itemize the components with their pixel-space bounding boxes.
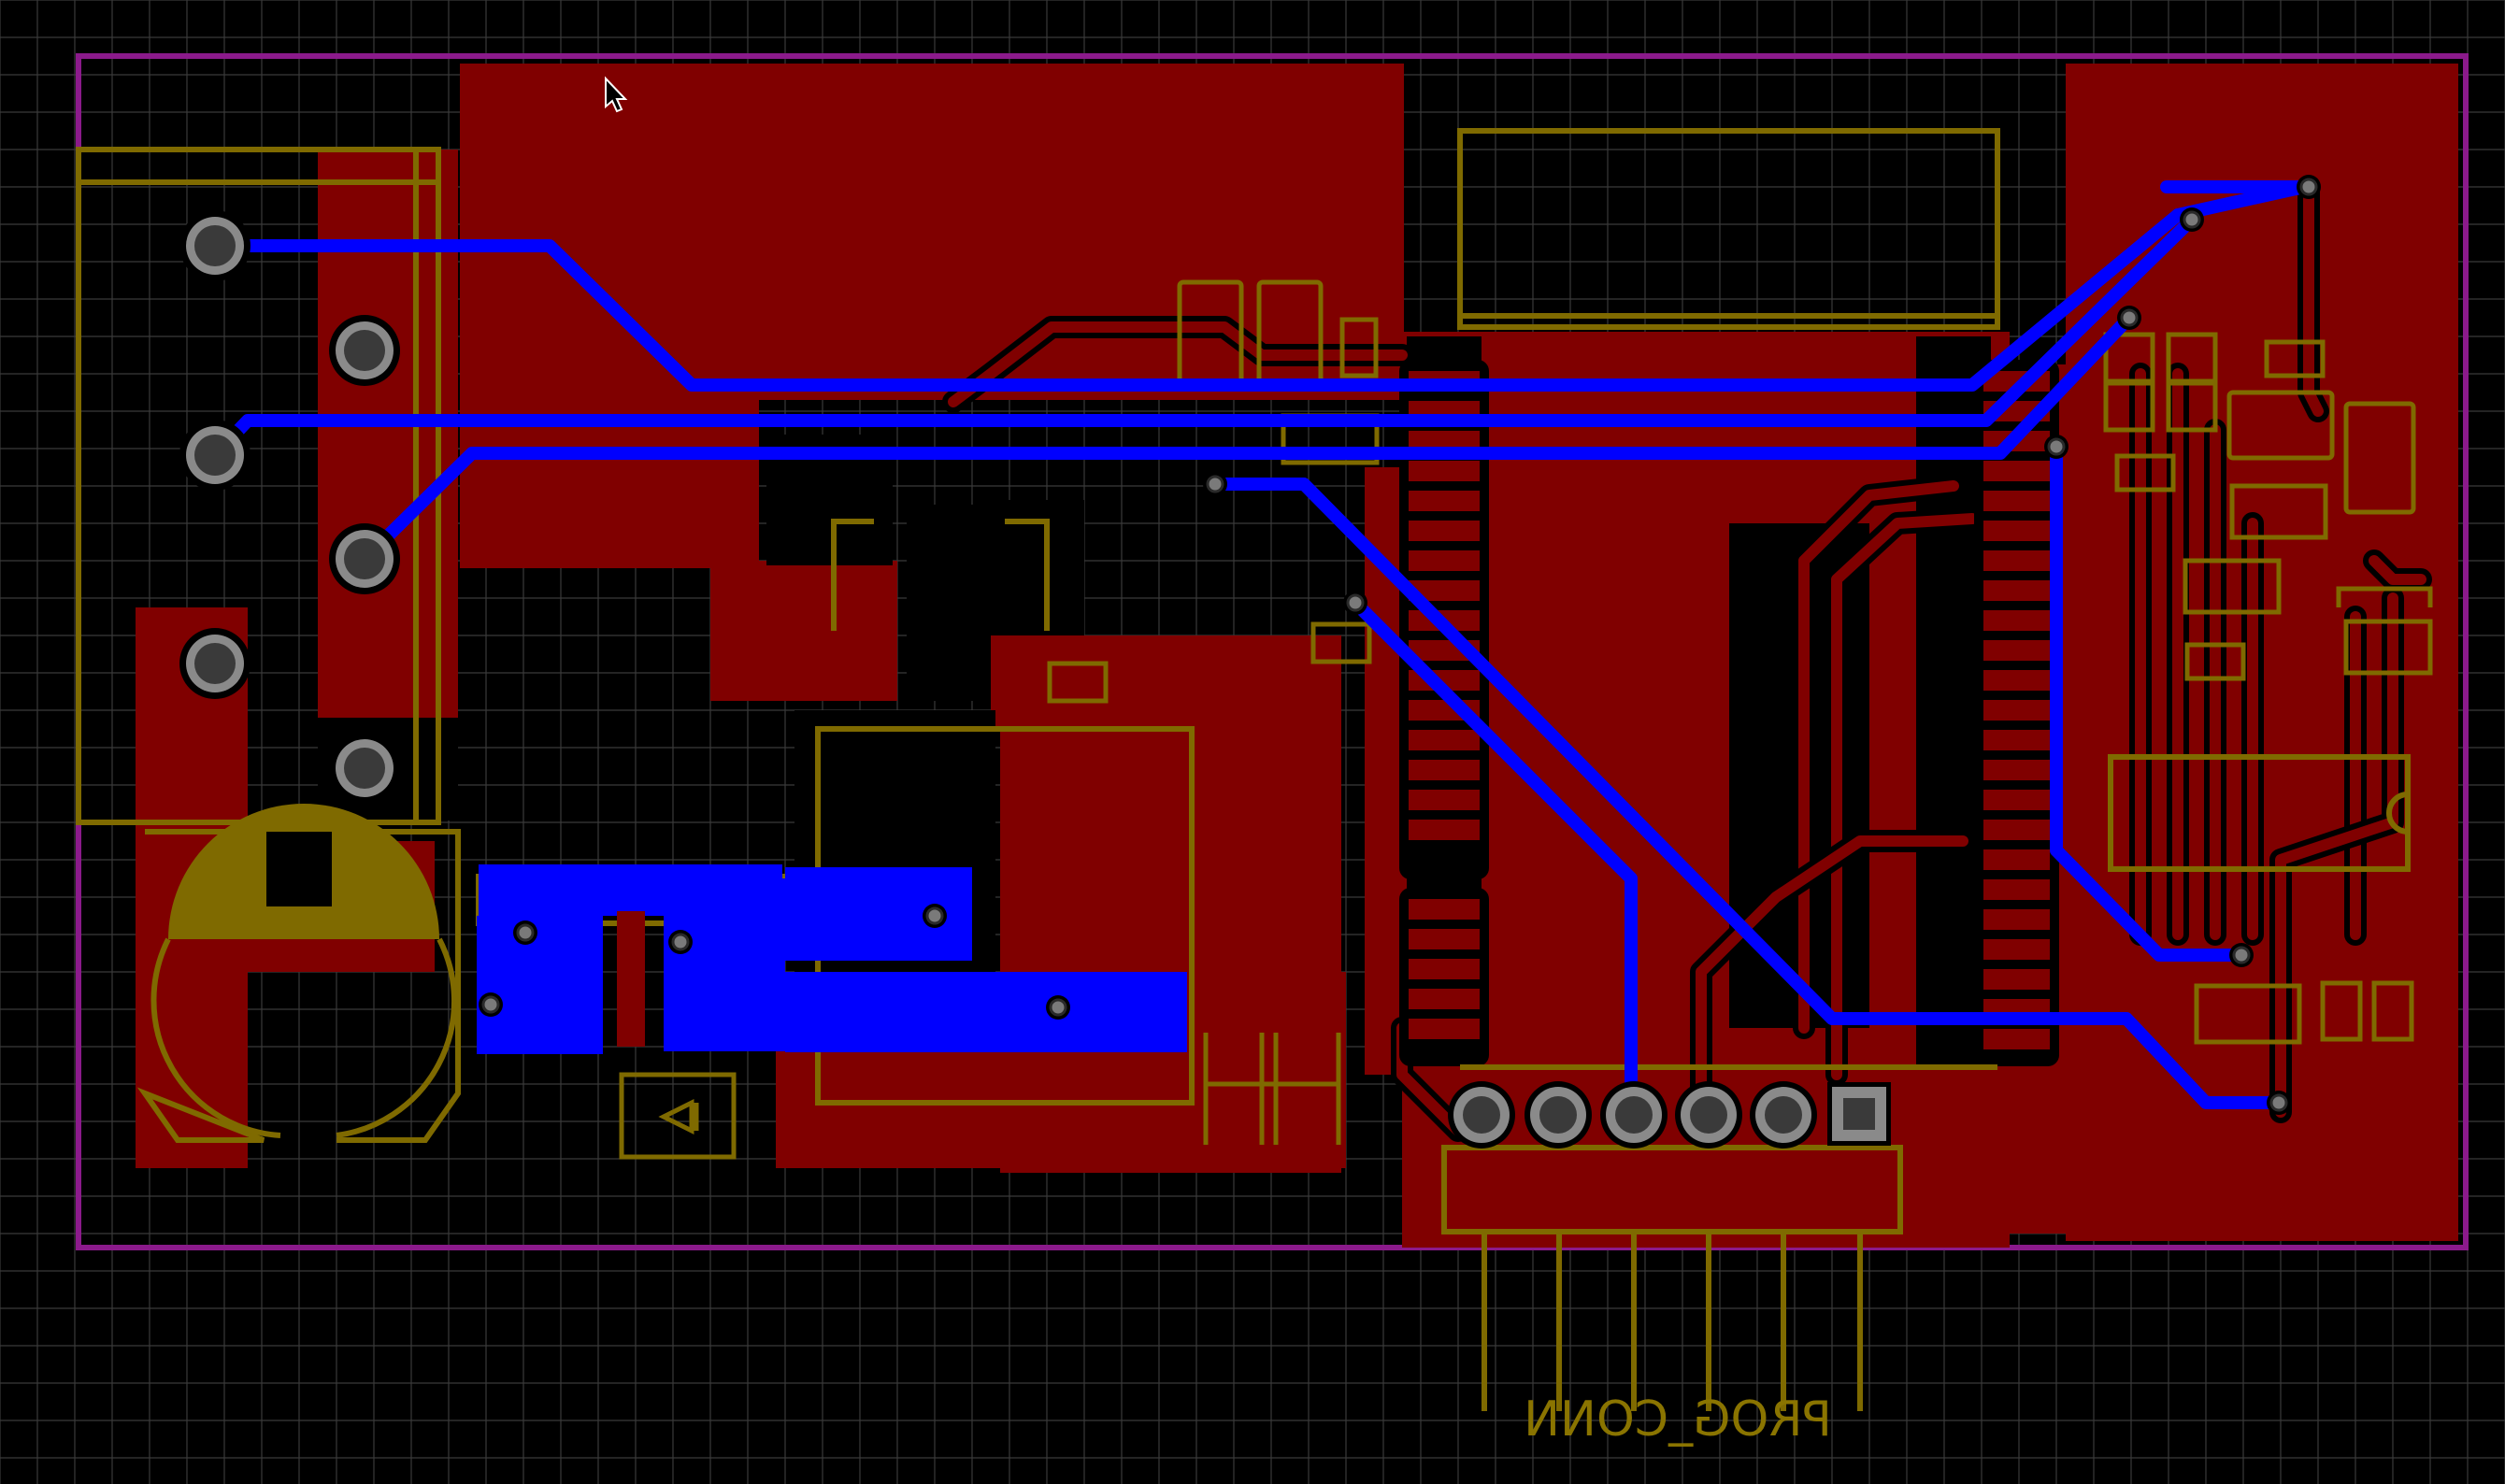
- pad-hole: [344, 538, 385, 579]
- smd-pad: [1980, 786, 2054, 814]
- smd-pad: [1405, 925, 1483, 953]
- smd-pad: [1980, 577, 2054, 605]
- via: [481, 995, 500, 1014]
- via: [2183, 210, 2201, 229]
- pad-hole: [1615, 1096, 1653, 1134]
- smd-pad: [1980, 846, 2054, 874]
- ic-left-pads: [1399, 360, 1489, 1066]
- via: [2299, 178, 2318, 196]
- smd-pad: [1405, 955, 1483, 983]
- via: [516, 923, 535, 942]
- pad-hole: [1765, 1096, 1802, 1134]
- smd-pad: [1980, 726, 2054, 754]
- via: [925, 906, 944, 925]
- pad-hole: [194, 643, 236, 684]
- mouse-pointer-icon: [605, 76, 628, 113]
- via: [2120, 308, 2139, 327]
- smd-pad: [1405, 786, 1483, 814]
- smd-pad: [1980, 517, 2054, 545]
- smd-pad: [1405, 547, 1483, 575]
- via: [2047, 437, 2066, 456]
- prog-conn-label-group: PROG_CONN: [1524, 1391, 1832, 1448]
- via: [2269, 1093, 2288, 1112]
- vias: [479, 175, 2321, 1115]
- through-hole-pads: [179, 210, 1891, 1149]
- smd-pad: [1980, 457, 2054, 485]
- smd-pad: [1405, 985, 1483, 1013]
- smd-pad: [1405, 756, 1483, 784]
- smd-pad: [1980, 876, 2054, 904]
- smd-pad: [1405, 1015, 1483, 1043]
- pad-hole: [1463, 1096, 1500, 1134]
- smd-pad: [1980, 816, 2054, 844]
- prog-conn-label: PROG_CONN: [1524, 1391, 1832, 1448]
- pad-hole: [194, 225, 236, 266]
- smd-pad: [1980, 1025, 2054, 1053]
- smd-pad: [1980, 606, 2054, 635]
- smd-pad: [1405, 457, 1483, 485]
- smd-pad: [1980, 965, 2054, 993]
- smd-pad: [1405, 816, 1483, 844]
- bottom-traces: [942, 176, 2432, 1142]
- ic-right-pads: [1974, 360, 2059, 1066]
- smd-pad: [1980, 547, 2054, 575]
- smd-pad: [1405, 726, 1483, 754]
- smd-pad: [1980, 756, 2054, 784]
- smd-pad: [1980, 636, 2054, 664]
- pad-hole: [344, 330, 385, 371]
- pad-hole: [1539, 1096, 1577, 1134]
- smd-pad: [1405, 895, 1483, 923]
- via: [1049, 998, 1067, 1017]
- pad-hole: [344, 748, 385, 789]
- via: [1206, 475, 1224, 493]
- smd-pad: [1405, 517, 1483, 545]
- smd-pad: [1980, 666, 2054, 694]
- smd-pad: [1980, 906, 2054, 934]
- smd-pad: [1980, 696, 2054, 724]
- via: [2232, 946, 2251, 964]
- smd-pad: [1980, 935, 2054, 963]
- pad-hole: [194, 435, 236, 476]
- smd-pad: [1405, 487, 1483, 515]
- smd-pad: [1980, 487, 2054, 515]
- pad-hole: [1690, 1096, 1727, 1134]
- via: [671, 933, 690, 951]
- pad-hole: [1843, 1098, 1875, 1130]
- via: [1346, 593, 1365, 612]
